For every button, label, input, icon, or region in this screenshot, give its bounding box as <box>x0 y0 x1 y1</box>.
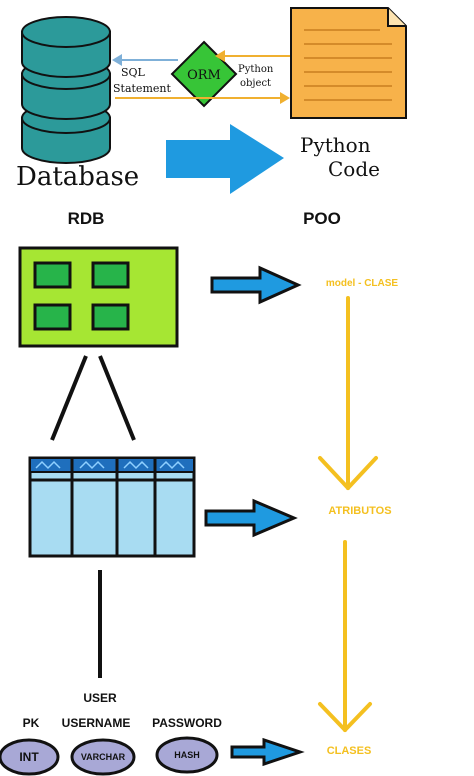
sql-line2: Statement <box>113 82 171 95</box>
label-clases: CLASES <box>327 745 372 757</box>
python-code-line1: Python <box>300 133 371 157</box>
type-ellipses <box>0 736 219 776</box>
arrow-to-clases <box>230 737 305 767</box>
type-ellipse-hash <box>155 736 219 774</box>
arrow-to-model <box>210 265 302 305</box>
type-int: INT <box>19 750 39 764</box>
database-icon <box>21 16 111 164</box>
label-atributos: ATRIBUTOS <box>328 505 391 517</box>
sql-statement-arrow <box>112 54 178 66</box>
heading-poo: POO <box>303 209 341 228</box>
pyobj-line2: object <box>240 78 271 89</box>
python-object-arrow <box>115 50 290 104</box>
sql-line1: SQL <box>121 66 146 79</box>
database-label: Database <box>16 162 139 192</box>
column-header-pk: PK <box>23 716 40 730</box>
label-model-clase: model - CLASE <box>326 278 399 289</box>
heading-rdb: RDB <box>68 209 105 228</box>
type-ellipse-varchar <box>70 738 136 776</box>
big-blue-arrow <box>166 124 284 194</box>
pyobj-line1: Python <box>238 64 274 75</box>
yellow-flow-arrows <box>318 296 378 732</box>
python-code-document-icon <box>290 7 407 119</box>
model-box <box>18 246 179 348</box>
user-label: USER <box>83 691 117 705</box>
type-ellipse-int <box>0 738 60 776</box>
orm-label: ORM <box>187 68 221 83</box>
arrow-to-atributos <box>204 498 298 538</box>
model-to-table-lines <box>50 355 136 441</box>
type-hash: HASH <box>174 750 200 760</box>
type-varchar: VARCHAR <box>81 752 126 762</box>
table-icon <box>28 456 196 558</box>
python-code-line2: Code <box>328 157 380 181</box>
column-header-username: USERNAME <box>62 716 131 730</box>
column-header-password: PASSWORD <box>152 716 222 730</box>
